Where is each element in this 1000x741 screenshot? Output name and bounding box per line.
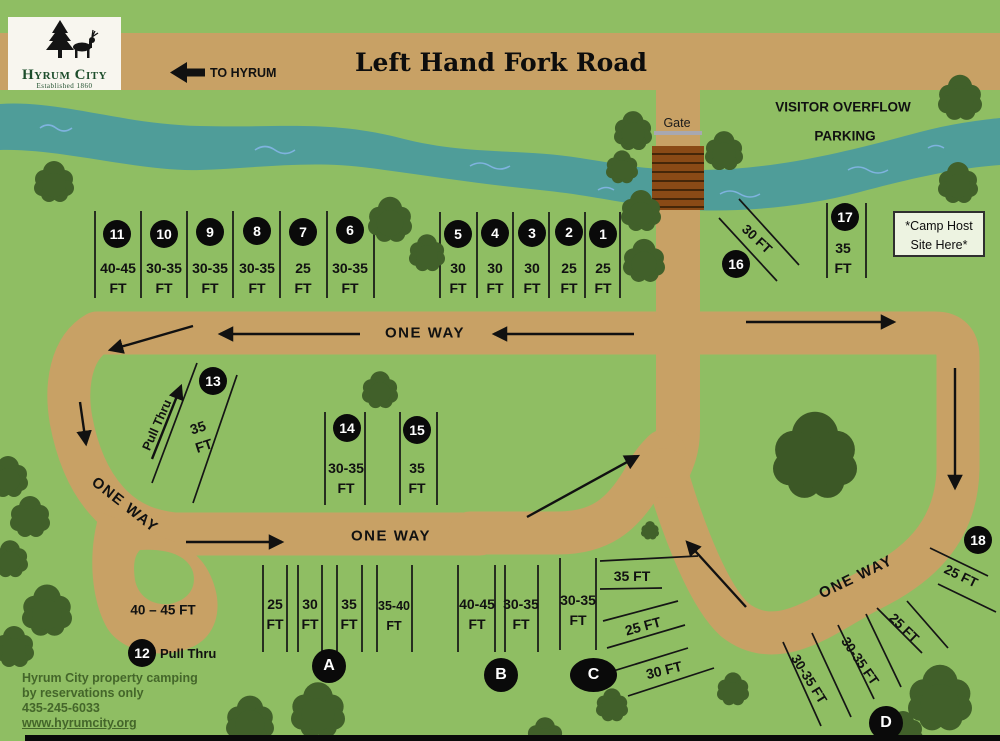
site-marker-18: 18 bbox=[964, 526, 992, 554]
visitor-overflow-label: VISITOR OVERFLOW bbox=[775, 99, 911, 115]
visitor-parking-label: PARKING bbox=[814, 128, 876, 144]
site-marker-11: 11 bbox=[103, 220, 131, 248]
diagonal-connector bbox=[448, 429, 686, 555]
site-marker-6: 6 bbox=[336, 216, 364, 244]
site-marker-2: 2 bbox=[555, 218, 583, 246]
site-marker-5: 5 bbox=[444, 220, 472, 248]
one-way-label-middle: ONE WAY bbox=[351, 527, 431, 545]
bridge bbox=[652, 146, 704, 210]
group-d-marker: D bbox=[869, 706, 903, 740]
group-b-marker: B bbox=[484, 658, 518, 692]
site-marker-7: 7 bbox=[289, 218, 317, 246]
junction-fill bbox=[639, 448, 689, 498]
hyrum-city-logo: Hyrum City Established 1860 bbox=[8, 17, 121, 90]
site-marker-15: 15 bbox=[403, 416, 431, 444]
footer-line-2: by reservations only bbox=[22, 686, 144, 700]
group-c-marker: C bbox=[570, 658, 617, 692]
site-marker-10: 10 bbox=[150, 220, 178, 248]
direction-arrows bbox=[76, 314, 963, 608]
site-marker-9: 9 bbox=[196, 218, 224, 246]
teardrop-island bbox=[134, 549, 194, 605]
gate-label: Gate bbox=[663, 116, 691, 130]
site-marker-4: 4 bbox=[481, 219, 509, 247]
footer-line-1: Hyrum City property camping bbox=[22, 671, 198, 685]
group-a-marker: A bbox=[312, 649, 346, 683]
loop-road bbox=[47, 311, 980, 655]
site-marker-17: 17 bbox=[831, 203, 859, 231]
site-marker-8: 8 bbox=[243, 217, 271, 245]
one-way-label-top: ONE WAY bbox=[385, 324, 465, 342]
bottom-border bbox=[25, 735, 1000, 741]
footer-contact: Hyrum City property camping by reservati… bbox=[22, 671, 198, 731]
site-marker-1: 1 bbox=[589, 220, 617, 248]
camp-host-line1: *Camp Host bbox=[905, 219, 973, 233]
site-marker-13: 13 bbox=[199, 367, 227, 395]
logo-established: Established 1860 bbox=[36, 82, 93, 90]
road-title: Left Hand Fork Road bbox=[354, 48, 648, 77]
group-c-35ft-slot: 35 FT bbox=[613, 568, 651, 584]
footer-website: www.hyrumcity.org bbox=[22, 716, 137, 730]
site-12-size: 40 – 45 FT bbox=[130, 602, 196, 618]
site-marker-16: 16 bbox=[722, 250, 750, 278]
river bbox=[0, 103, 1000, 211]
tree-elk-icon bbox=[46, 20, 99, 58]
gate-bar bbox=[654, 131, 702, 135]
site-marker-12: 12 bbox=[128, 639, 156, 667]
site-lines bbox=[94, 198, 997, 727]
camp-host-line2: Site Here* bbox=[910, 238, 968, 252]
to-hyrum-arrow-icon bbox=[170, 62, 205, 83]
camp-host-box: *Camp Host Site Here* bbox=[893, 211, 985, 257]
to-hyrum-label: TO HYRUM bbox=[210, 66, 277, 80]
site-marker-3: 3 bbox=[518, 219, 546, 247]
site-marker-14: 14 bbox=[333, 414, 361, 442]
river-ripples bbox=[39, 124, 945, 198]
site-12-pull-thru-label: Pull Thru bbox=[160, 646, 217, 661]
footer-line-3: 435-245-6033 bbox=[22, 701, 100, 715]
bridge-road bbox=[646, 33, 700, 485]
logo-title: Hyrum City bbox=[21, 67, 108, 83]
big-loop-tree bbox=[773, 411, 857, 498]
